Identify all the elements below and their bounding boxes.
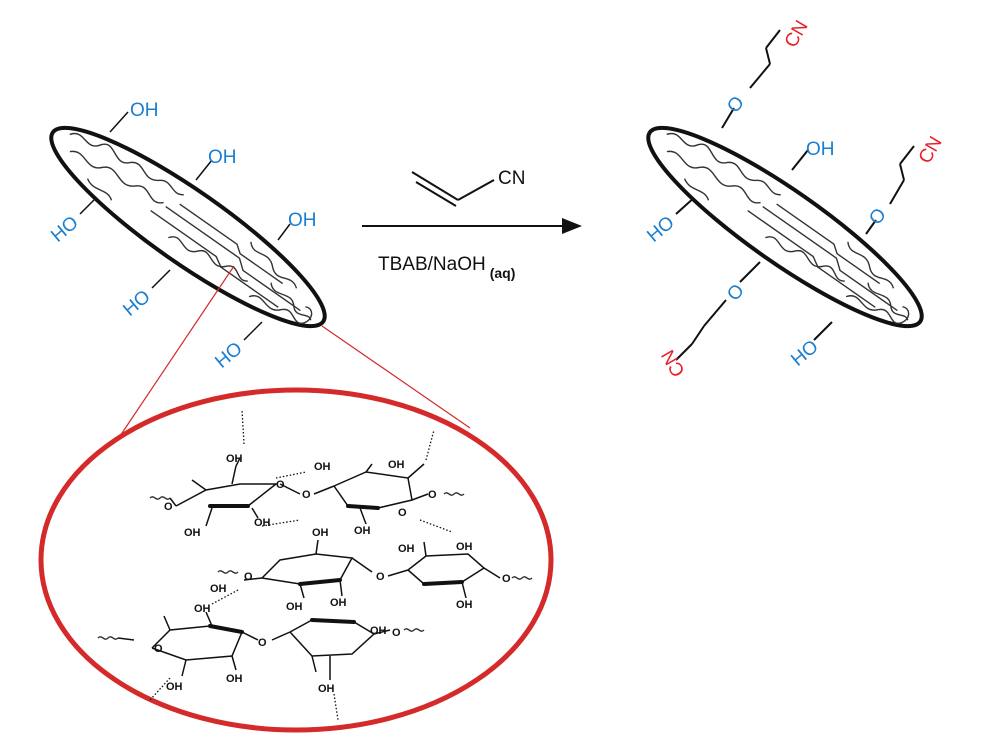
zoom-ring-o-label: O: [376, 571, 385, 583]
zoom-ring-o-label: O: [502, 573, 511, 585]
conditions-label: TBAB/NaOH(aq): [378, 254, 515, 281]
left-ho-label: HO: [47, 212, 82, 246]
right-ether-o-label: O: [723, 92, 749, 117]
zoom-oh-label: OH: [226, 453, 243, 465]
right-cn-label: CN: [781, 17, 813, 51]
zoom-oh-label: OH: [330, 597, 347, 609]
zoom-oh-label: OH: [312, 527, 329, 539]
zoom-ring-o-label: O: [154, 643, 163, 655]
zoom-ring-o-label: O: [398, 507, 407, 519]
left-fiber-chains: [69, 132, 313, 324]
arrow-head: [562, 218, 582, 234]
cellulose-chain-bottom: O OH OH OH O OH O OH: [97, 603, 425, 721]
left-oh-label: OH: [208, 147, 237, 168]
zoom-oh-label: OH: [254, 517, 271, 529]
zoom-oh-label: OH: [314, 461, 331, 473]
zoom-ring-o-label: O: [428, 489, 437, 501]
right-ether-o-label: O: [723, 280, 749, 305]
zoom-ellipse: [38, 387, 554, 733]
acrylonitrile-structure: CN: [411, 168, 525, 207]
zoom-ring-o-label: O: [276, 479, 285, 491]
zoom-connector-lines: [111, 265, 471, 449]
right-fiber-chains: [666, 132, 910, 324]
zoom-oh-label: OH: [194, 603, 211, 615]
zoom-oh-label: OH: [286, 601, 303, 613]
left-fiber: OH OH OH HO HO HO: [47, 100, 327, 373]
zoom-ring-o-label: O: [244, 571, 253, 583]
cellulose-chain-middle: OH O O OH OH OH OH O OH OH: [210, 527, 533, 613]
right-ether-o-label: O: [865, 204, 891, 229]
zoom-oh-label: OH: [318, 683, 335, 695]
zoom-oh-label: OH: [388, 459, 405, 471]
right-ho-label: HO: [787, 336, 822, 370]
left-oh-label: OH: [288, 210, 317, 231]
zoom-oh-label: OH: [184, 527, 201, 539]
left-ho-label: HO: [119, 286, 154, 320]
cellulose-chain-top: OH O O OH OH O OH OH O O OH: [149, 409, 465, 539]
right-oh-label: OH: [806, 139, 835, 160]
zoom-ring-o-label: O: [302, 489, 311, 501]
cellulose-chains: OH O O OH OH O OH OH O O OH: [97, 409, 533, 721]
zoom-oh-label: OH: [226, 673, 243, 685]
right-ho-label: HO: [643, 212, 678, 246]
zoom-oh-label: OH: [370, 625, 387, 637]
zoom-ring-o-label: O: [258, 637, 267, 649]
right-fiber: O CN OH O CN HO O HO CN: [643, 17, 947, 380]
reaction-arrow-group: CN TBAB/NaOH(aq): [362, 168, 582, 281]
zoom-oh-label: OH: [354, 525, 371, 537]
zoom-ring-o-label: O: [392, 627, 401, 639]
zoom-oh-label: OH: [398, 543, 415, 555]
reagent-cn-label: CN: [498, 168, 525, 189]
zoom-ring-o-label: O: [164, 501, 173, 513]
zoom-oh-label: OH: [166, 681, 183, 693]
zoom-oh-label: OH: [210, 583, 227, 595]
right-cn-label: CN: [915, 133, 947, 167]
left-ho-label: HO: [211, 338, 246, 372]
left-oh-label: OH: [130, 100, 159, 121]
zoom-oh-label: OH: [456, 599, 473, 611]
zoom-oh-label: OH: [456, 541, 473, 553]
